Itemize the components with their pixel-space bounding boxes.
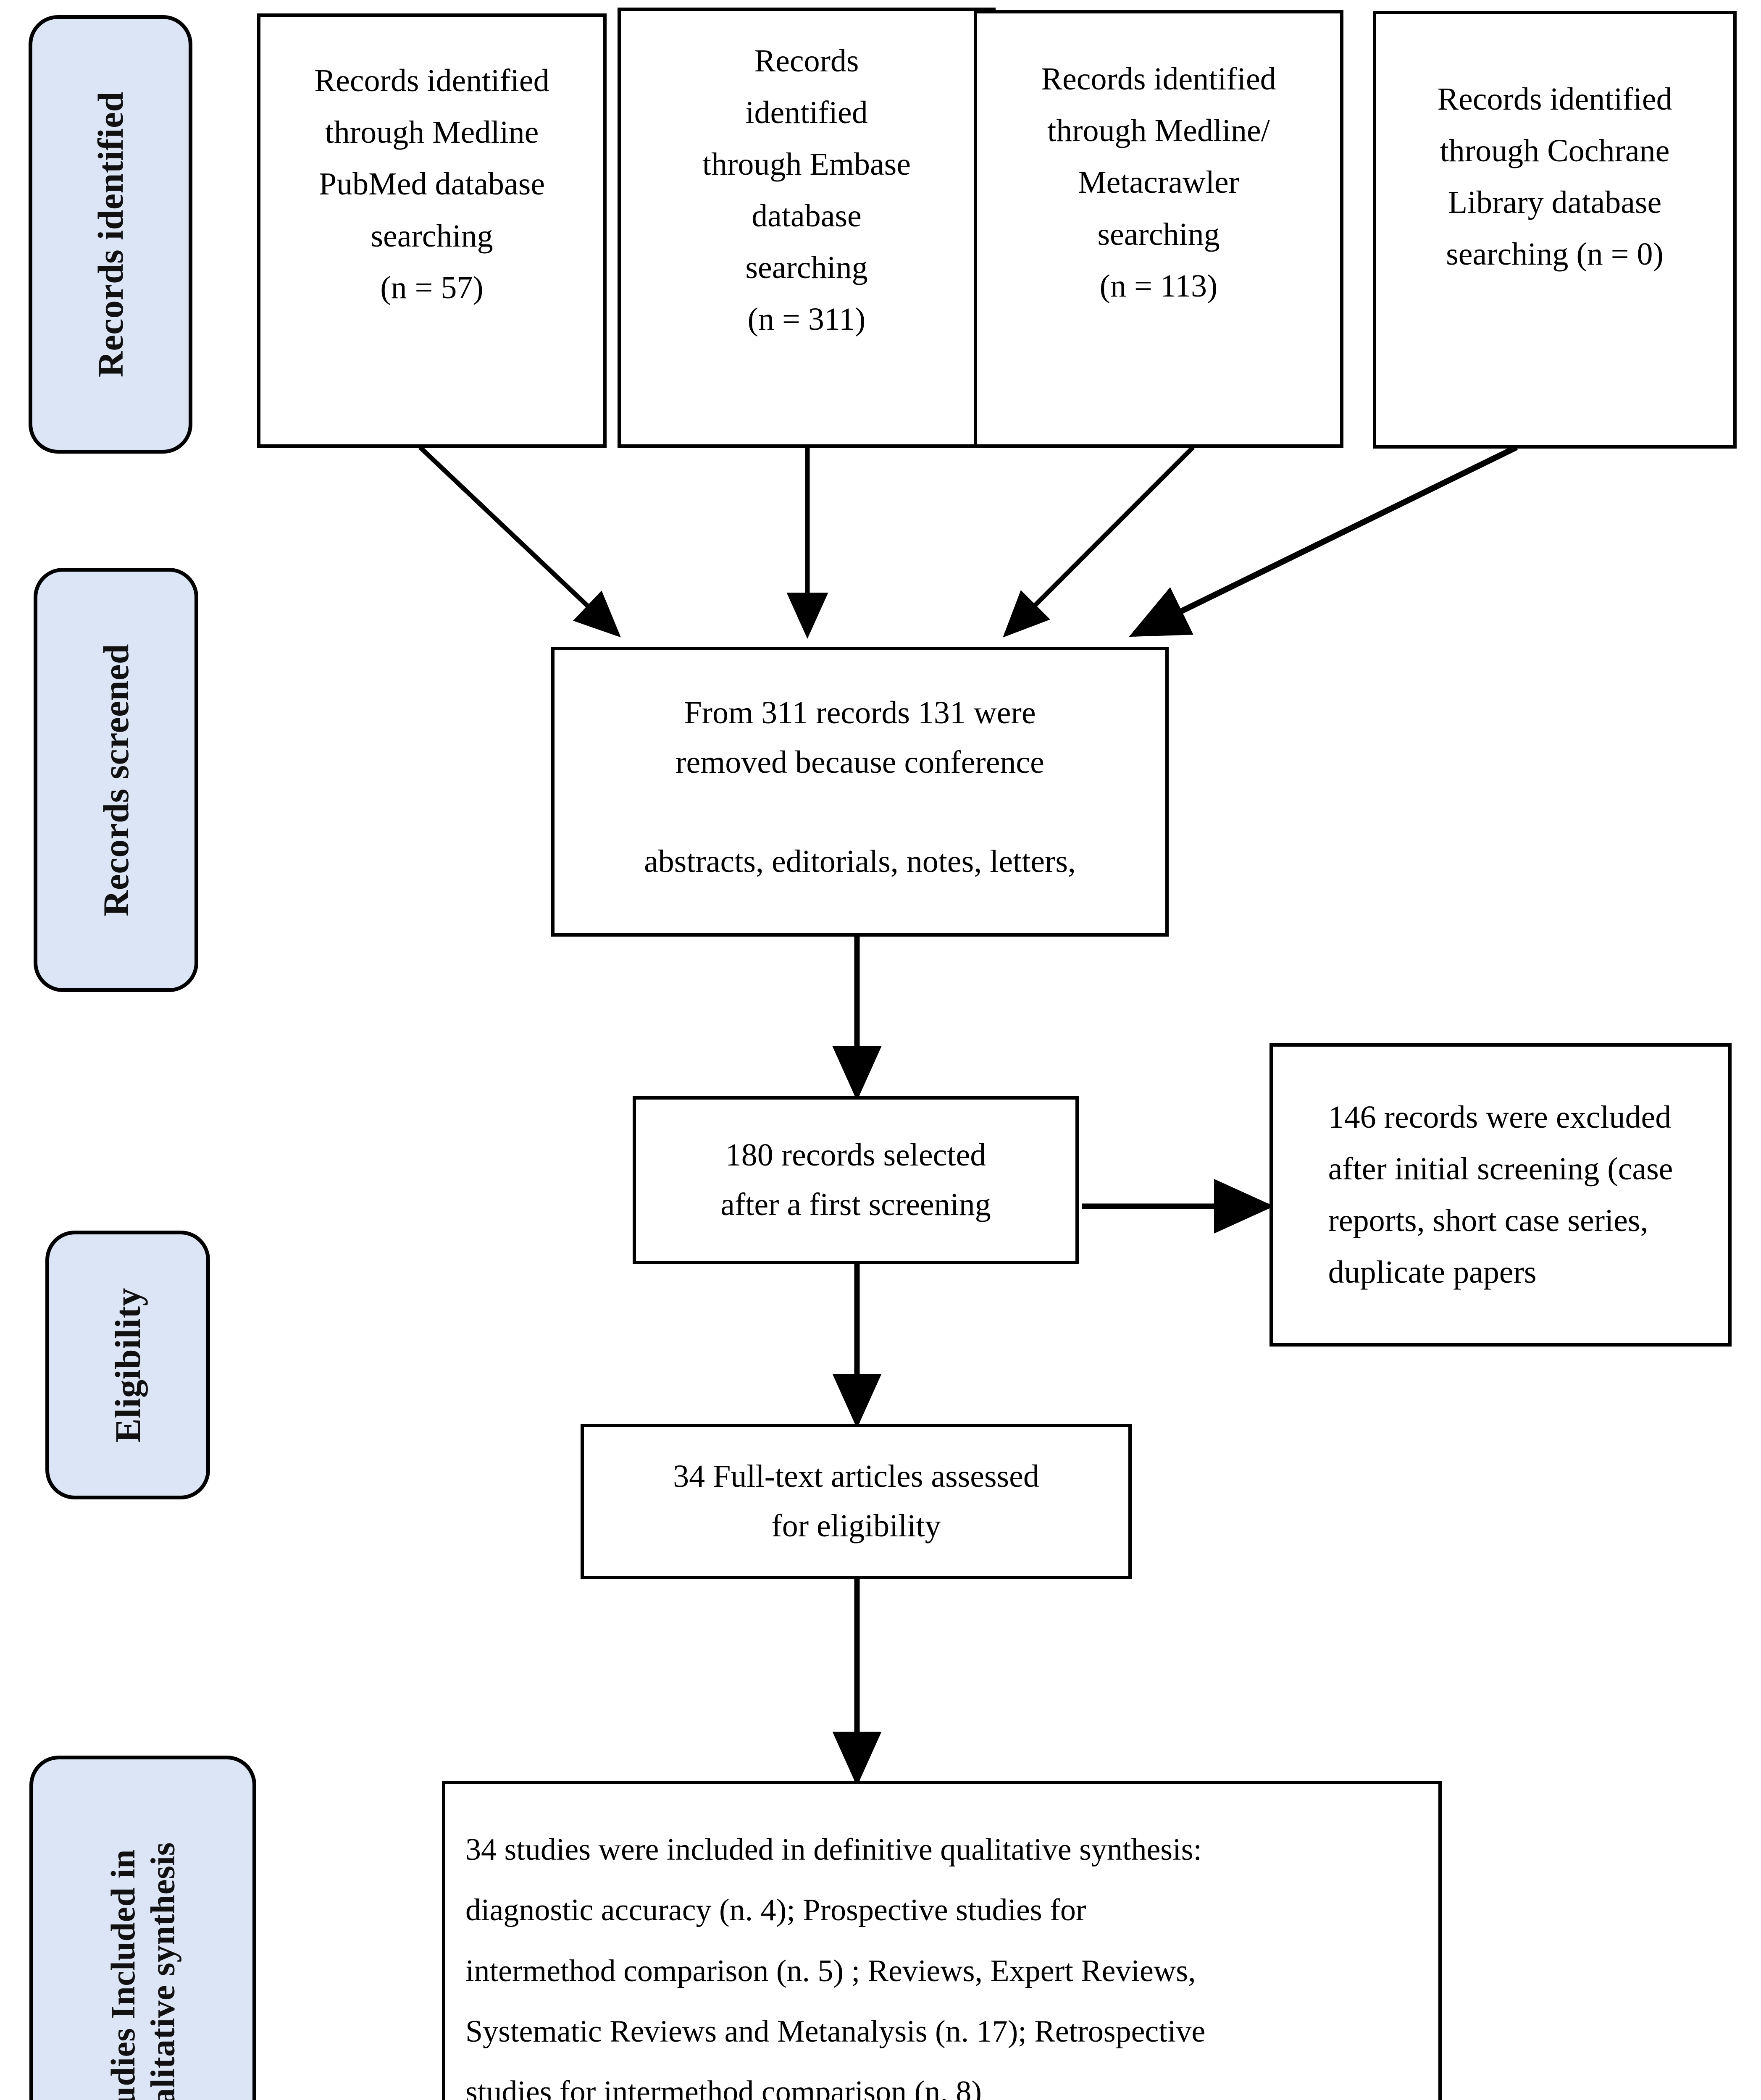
source-text-medline-metacrawler: Records identified through Medline/ Meta… [1041,61,1276,304]
stage-label-eligibility: Eligibility [107,1287,148,1443]
source-box-embase: Records identified through Embase databa… [618,8,996,448]
step-text-records-selected: 180 records selected after a first scree… [720,1137,991,1222]
source-box-medline-metacrawler: Records identified through Medline/ Meta… [974,10,1343,448]
stage-records-screened: Records screened [34,568,198,992]
stage-label-records-screened: Records screened [95,643,136,916]
stage-eligibility: Eligibility [45,1231,210,1499]
stage-label-records-identified: Records identified [90,91,131,378]
arrow-cochrane-to-removed [1129,444,1518,637]
stage-studies-included: Studies Included in qualitative synthesi… [29,1756,256,2100]
step-box-studies-included: 34 studies were included in definitive q… [442,1781,1442,2100]
step-box-records-removed: From 311 records 131 were removed becaus… [551,647,1169,937]
stage-records-identified: Records identified [29,15,192,454]
source-text-cochrane: Records identified through Cochrane Libr… [1437,81,1672,272]
source-text-medline-pubmed: Records identified through Medline PubMe… [314,63,549,305]
source-text-embase: Records identified through Embase databa… [702,43,911,337]
step-text-records-excluded: 146 records were excluded after initial … [1328,1099,1673,1290]
stage-label-studies-included: Studies Included in qualitative synthesi… [103,1842,181,2100]
step-text-studies-included: 34 studies were included in definitive q… [465,1832,1206,2100]
arrow-metacrawler-to-removed [1003,446,1195,638]
arrow-pubmed-to-removed [418,446,621,638]
source-box-medline-pubmed: Records identified through Medline PubMe… [257,13,607,448]
step-text-fulltext-assessed: 34 Full-text articles assessed for eligi… [673,1459,1039,1544]
source-box-cochrane: Records identified through Cochrane Libr… [1373,11,1737,449]
step-box-records-selected: 180 records selected after a first scree… [633,1096,1079,1264]
step-box-fulltext-assessed: 34 Full-text articles assessed for eligi… [581,1424,1132,1579]
step-box-records-excluded: 146 records were excluded after initial … [1269,1043,1732,1347]
step-text-records-removed: From 311 records 131 were removed becaus… [644,695,1076,879]
